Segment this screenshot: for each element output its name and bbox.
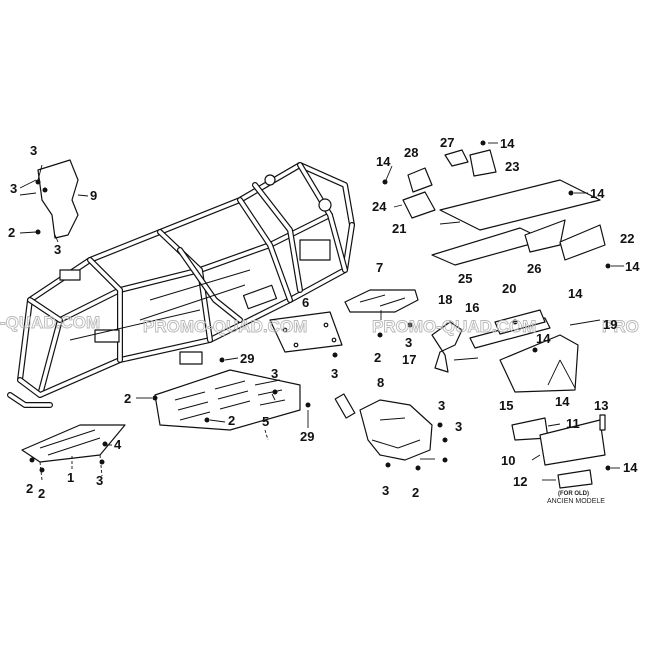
callout-18: 18 bbox=[438, 292, 452, 307]
leader-lines bbox=[19, 142, 624, 481]
callout-26: 26 bbox=[527, 261, 541, 276]
callout-24: 24 bbox=[372, 199, 387, 214]
callout-17: 17 bbox=[402, 352, 416, 367]
callout-25: 25 bbox=[458, 271, 472, 286]
part-27-bracket bbox=[444, 149, 469, 167]
part-15-side-guard bbox=[499, 334, 579, 393]
callout-2: 2 bbox=[26, 481, 33, 496]
callout-7: 7 bbox=[376, 260, 383, 275]
part-18-pad bbox=[431, 321, 463, 373]
callout-19: 19 bbox=[603, 317, 617, 332]
callout-16: 16 bbox=[465, 300, 479, 315]
callout-2: 2 bbox=[228, 413, 235, 428]
callout-14: 14 bbox=[623, 460, 638, 475]
callout-3: 3 bbox=[438, 398, 445, 413]
callout-15: 15 bbox=[499, 398, 513, 413]
callout-14: 14 bbox=[500, 136, 515, 151]
callout-6: 6 bbox=[302, 295, 309, 310]
callout-11: 11 bbox=[566, 416, 580, 431]
callout-3: 3 bbox=[331, 366, 338, 381]
bolt-markers bbox=[29, 140, 611, 473]
part-26-side-panel bbox=[524, 219, 566, 253]
callout-29: 29 bbox=[240, 351, 254, 366]
callout-14: 14 bbox=[625, 259, 640, 274]
callout-2: 2 bbox=[38, 486, 45, 501]
watermark-text-1: -QUAD.COM bbox=[0, 313, 100, 332]
for-old-label: (FOR OLD) bbox=[558, 491, 589, 497]
part-12-plate bbox=[557, 469, 593, 489]
callout-numbers: 3 3 9 2 3 4 2 2 1 3 2 2 5 29 29 3 6 3 7 … bbox=[8, 135, 640, 501]
callout-14: 14 bbox=[555, 394, 570, 409]
old-model-note: (FOR OLD) ANCIEN MODELE bbox=[547, 491, 605, 505]
callout-4: 4 bbox=[114, 437, 122, 452]
callout-5: 5 bbox=[262, 414, 269, 429]
callout-3: 3 bbox=[30, 143, 37, 158]
part-1-front-skid-plate bbox=[21, 424, 126, 481]
part-19-pin bbox=[569, 319, 601, 326]
callout-20: 20 bbox=[502, 281, 516, 296]
callout-2: 2 bbox=[8, 225, 15, 240]
part-21-upper-guard bbox=[439, 179, 601, 231]
watermark-text-3: PROMO-QUAD.COM bbox=[372, 317, 536, 336]
part-6-flat-plate bbox=[269, 311, 343, 353]
callout-27: 27 bbox=[440, 135, 454, 150]
callout-3: 3 bbox=[10, 181, 17, 196]
callout-3: 3 bbox=[382, 483, 389, 498]
callout-23: 23 bbox=[505, 159, 519, 174]
callout-8: 8 bbox=[377, 375, 384, 390]
callout-22: 22 bbox=[620, 231, 634, 246]
main-frame bbox=[7, 162, 355, 408]
part-9-front-bracket bbox=[37, 159, 89, 239]
callout-12: 12 bbox=[513, 474, 527, 489]
part-7-bracket-plate bbox=[344, 289, 419, 313]
part-28-bracket bbox=[407, 167, 433, 193]
part-23-clip bbox=[469, 149, 497, 177]
part-24-bracket bbox=[402, 191, 436, 219]
callout-13: 13 bbox=[594, 398, 608, 413]
callout-14: 14 bbox=[590, 186, 605, 201]
callout-14: 14 bbox=[376, 154, 391, 169]
part-5-main-skid-plate bbox=[154, 369, 301, 441]
callout-9: 9 bbox=[90, 188, 97, 203]
callout-2: 2 bbox=[374, 350, 381, 365]
callout-2: 2 bbox=[412, 485, 419, 500]
watermark-text-4: PRO bbox=[602, 317, 639, 336]
part-20-plate bbox=[494, 309, 546, 335]
part-22-side-panel bbox=[559, 224, 606, 261]
callout-3: 3 bbox=[96, 473, 103, 488]
callout-3: 3 bbox=[54, 242, 61, 257]
ancien-modele-label: ANCIEN MODELE bbox=[547, 498, 605, 505]
callout-14: 14 bbox=[568, 286, 583, 301]
callout-10: 10 bbox=[501, 453, 515, 468]
callout-1: 1 bbox=[67, 470, 74, 485]
part-13-pin bbox=[599, 414, 606, 431]
callout-21: 21 bbox=[392, 221, 406, 236]
part-8-rear-housing bbox=[334, 393, 433, 461]
watermark-text-2: PROMO-QUAD.COM bbox=[143, 317, 307, 336]
callout-14: 14 bbox=[536, 331, 551, 346]
callout-29: 29 bbox=[300, 429, 314, 444]
watermark: -QUAD.COM PROMO-QUAD.COM PROMO-QUAD.COM … bbox=[0, 313, 639, 337]
callout-3: 3 bbox=[455, 419, 462, 434]
callout-3: 3 bbox=[405, 335, 412, 350]
callout-28: 28 bbox=[404, 145, 418, 160]
callout-3: 3 bbox=[271, 366, 278, 381]
callout-2: 2 bbox=[124, 391, 131, 406]
part-10-plate bbox=[539, 419, 606, 466]
